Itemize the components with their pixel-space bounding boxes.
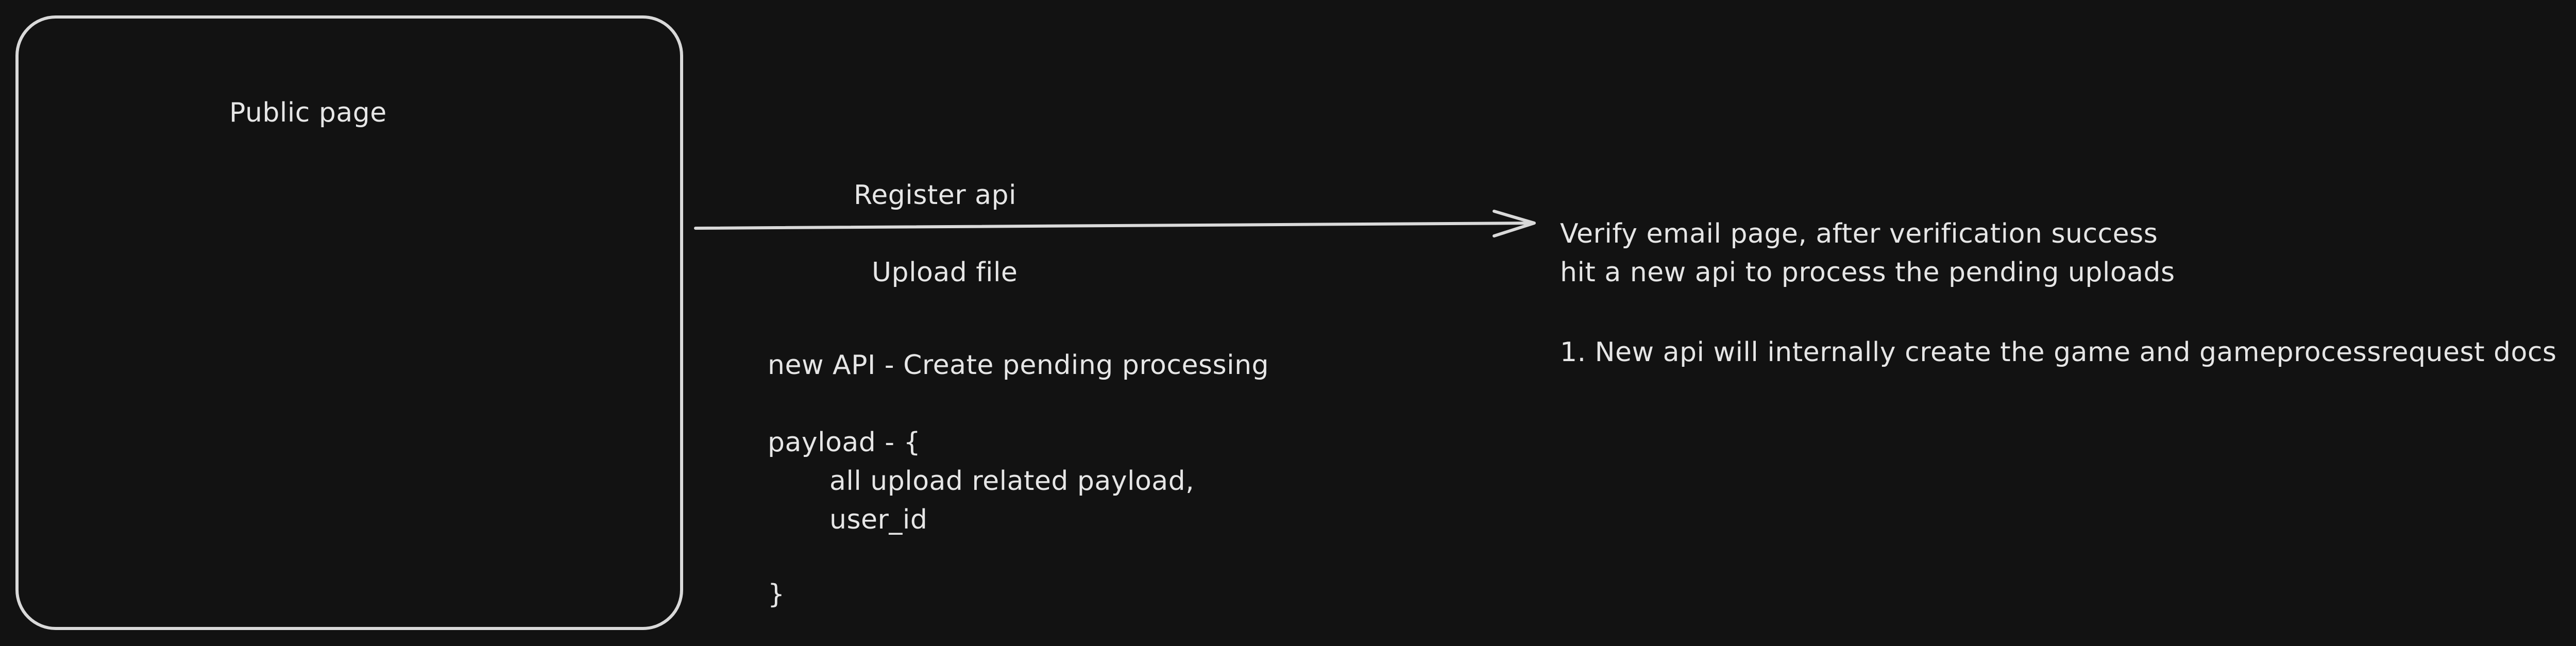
public-page-label: Public page [229,97,387,128]
payload-close: } [768,579,785,610]
arrow-head [1493,210,1536,237]
verify-email-line-1: Verify email page, after verification su… [1560,218,2158,249]
arrow-shaft [694,222,1534,230]
new-api-title: new API - Create pending processing [768,350,1269,381]
payload-field-user-id: user_id [829,504,928,535]
upload-file-label: Upload file [872,257,1018,288]
payload-field-upload: all upload related payload, [829,466,1195,497]
public-page-box [15,15,683,630]
payload-open: payload - { [768,427,921,458]
verify-email-point-1: 1. New api will internally create the ga… [1560,337,2557,368]
register-api-label: Register api [854,180,1016,211]
verify-email-line-2: hit a new api to process the pending upl… [1560,257,2175,288]
